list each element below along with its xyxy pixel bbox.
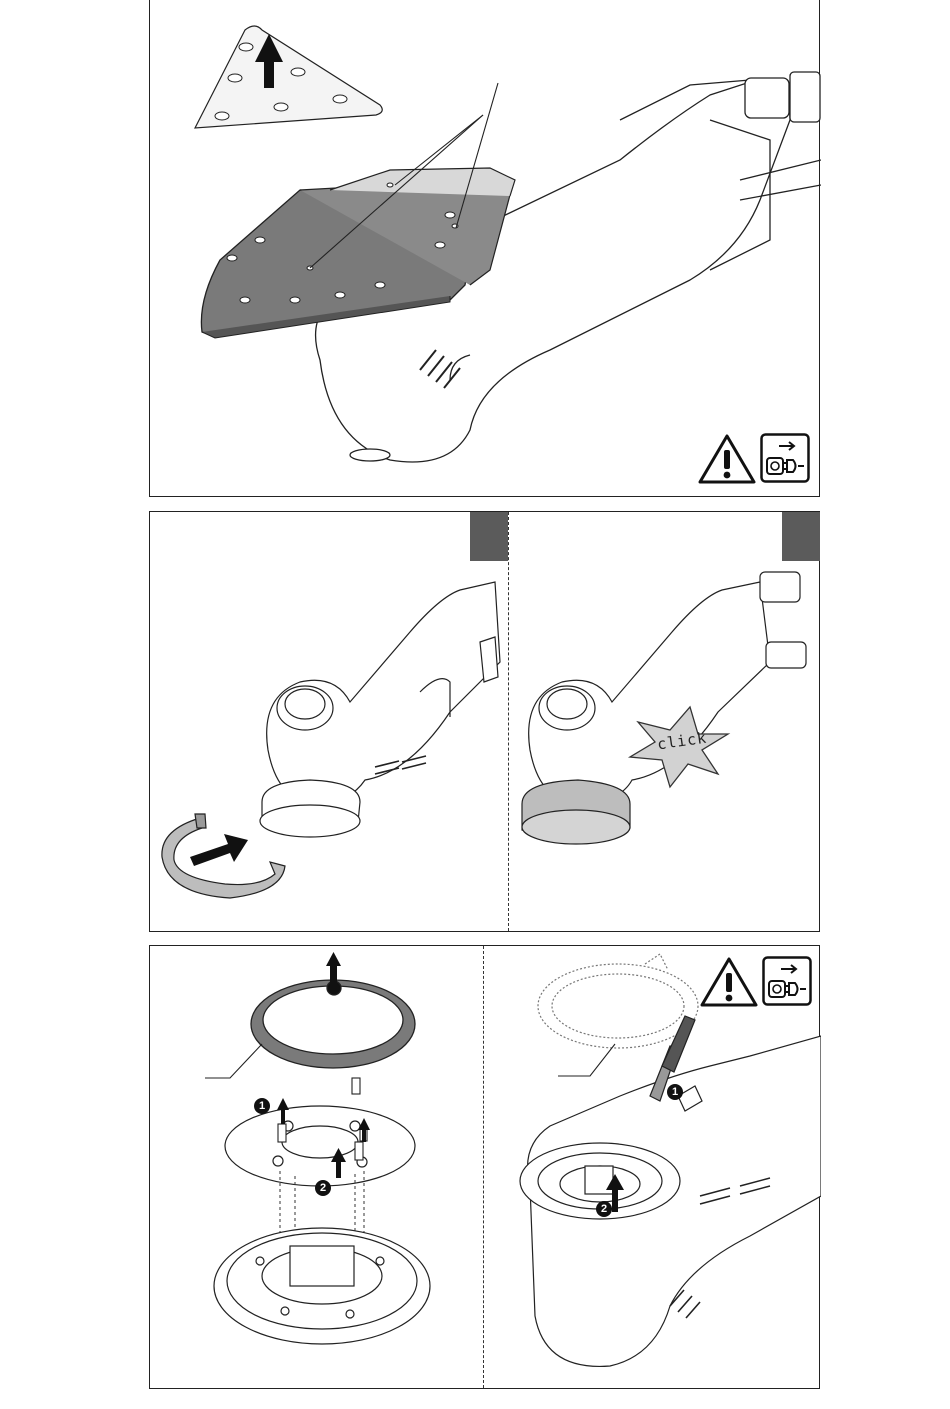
figure-top bbox=[149, 0, 820, 497]
unplug-mains-icon bbox=[760, 433, 810, 483]
protector-ring-right bbox=[522, 780, 630, 844]
sander-delta-pad-illustration bbox=[150, 0, 821, 497]
sanding-pad-base bbox=[214, 1228, 430, 1344]
leader-line bbox=[558, 1044, 615, 1076]
step-number-2: 2 bbox=[596, 1201, 612, 1217]
gasket-ring bbox=[538, 954, 698, 1048]
protector-mounting-illustration bbox=[150, 512, 821, 933]
backing-plate bbox=[225, 1106, 415, 1186]
step-number-1: 1 bbox=[254, 1098, 270, 1114]
retaining-ring bbox=[251, 980, 415, 1068]
sanding-sheet bbox=[195, 26, 382, 128]
figure-bottom: 1 2 1 2 bbox=[149, 945, 820, 1389]
warning-triangle-icon bbox=[697, 433, 757, 485]
sander-left bbox=[260, 582, 500, 837]
step-number-1: 1 bbox=[667, 1084, 683, 1100]
warning-triangle-icon bbox=[699, 956, 759, 1008]
push-arrow-icon bbox=[190, 834, 248, 866]
step-number-2: 2 bbox=[315, 1180, 331, 1196]
leader-line bbox=[205, 1044, 262, 1078]
figure-middle: click bbox=[149, 511, 820, 932]
pad-disassembly-illustration bbox=[150, 946, 821, 1390]
unplug-mains-icon bbox=[762, 956, 812, 1006]
